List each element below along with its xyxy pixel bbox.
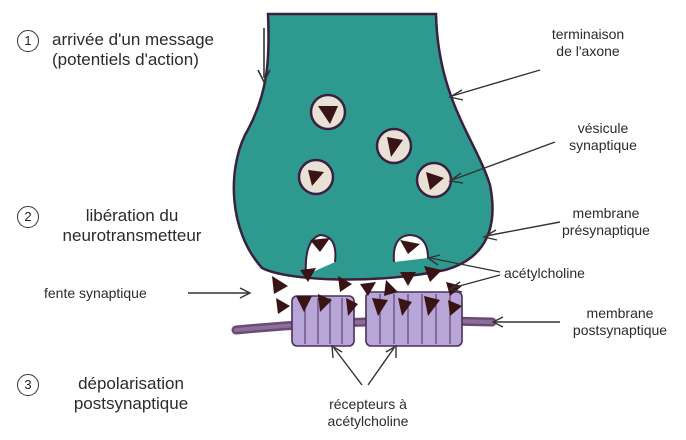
step-1-line1: arrivée d'un message [52, 30, 214, 50]
leader-synaptic-cleft [188, 288, 250, 298]
synaptic-cleft-label: fente synaptique [44, 285, 147, 302]
vesicle [377, 129, 411, 163]
postsynaptic-membrane-line2: postsynaptique [560, 322, 680, 339]
step-3-line1: dépolarisation [56, 374, 206, 394]
step-1-label: arrivée d'un message (potentiels d'actio… [52, 30, 214, 70]
receptors-line1: récepteurs à [308, 396, 428, 413]
receptors-label: récepteurs à acétylcholine [308, 396, 428, 429]
step-1-number: 1 [17, 30, 39, 52]
vesicle [417, 163, 451, 197]
step-2-number: 2 [17, 206, 39, 228]
leader-receptors [332, 346, 396, 385]
step-2-label: libération du neurotransmetteur [52, 206, 212, 246]
step-3-number: 3 [17, 374, 39, 396]
axon-terminal-shape [234, 14, 493, 280]
step-2-line2: neurotransmetteur [52, 226, 212, 246]
step-3-label: dépolarisation postsynaptique [56, 374, 206, 414]
synaptic-vesicle-line1: vésicule [548, 120, 658, 137]
leader-postsynaptic [493, 317, 560, 327]
step-3-line2: postsynaptique [56, 394, 206, 414]
presynaptic-membrane-line1: membrane [546, 205, 666, 222]
presynaptic-membrane-line2: présynaptique [546, 222, 666, 239]
leader-axon-terminal [450, 70, 540, 100]
receptors-line2: acétylcholine [308, 413, 428, 430]
acetylcholine-label: acétylcholine [504, 265, 585, 282]
axon-terminal-line2: de l'axone [528, 43, 648, 60]
vesicle [299, 160, 333, 194]
step-2-line1: libération du [52, 206, 212, 226]
synaptic-vesicle-label: vésicule synaptique [548, 120, 658, 153]
step-1-line2: (potentiels d'action) [52, 50, 214, 70]
postsynaptic-membrane-label: membrane postsynaptique [560, 305, 680, 338]
vesicle [311, 95, 345, 129]
presynaptic-membrane-label: membrane présynaptique [546, 205, 666, 238]
axon-terminal-label: terminaison de l'axone [528, 26, 648, 59]
axon-terminal-line1: terminaison [528, 26, 648, 43]
synaptic-vesicle-line2: synaptique [548, 137, 658, 154]
postsynaptic-membrane-line1: membrane [560, 305, 680, 322]
